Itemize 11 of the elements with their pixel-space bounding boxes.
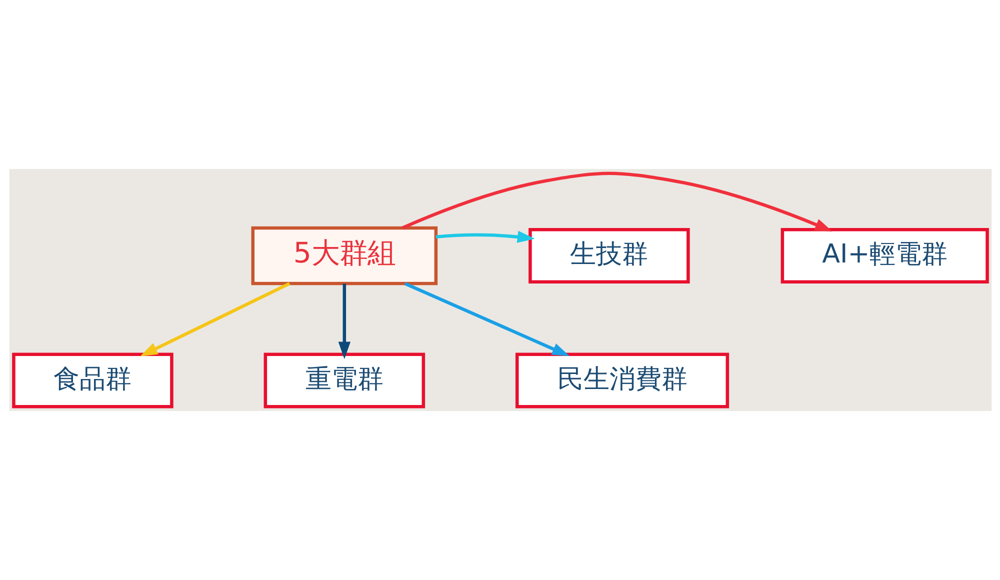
arrow	[435, 230, 534, 243]
node-box: 重電群	[263, 352, 425, 408]
node-box: 食品群	[12, 352, 173, 408]
node-box: 5大群組	[250, 226, 438, 286]
node-box: 生技群	[528, 228, 690, 284]
arrow	[401, 172, 832, 232]
arrow	[338, 284, 350, 360]
node-box: AI+輕電群	[780, 228, 988, 284]
node-box: 民生消費群	[514, 352, 729, 408]
arrow	[404, 282, 570, 356]
arrow	[140, 282, 290, 356]
